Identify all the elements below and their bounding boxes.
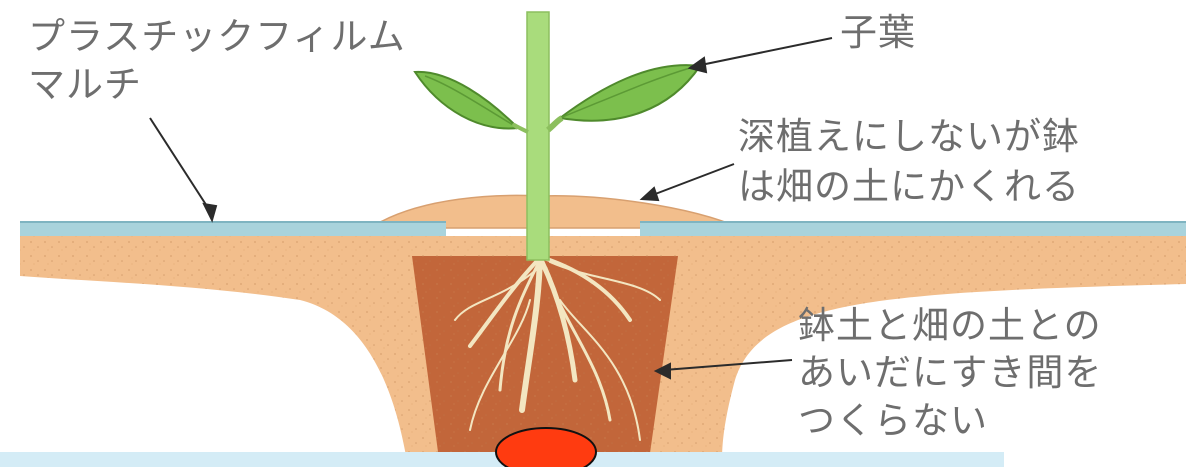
label-mulch: マルチ [28, 62, 142, 108]
red-marker [496, 428, 596, 467]
arrow-mulch [150, 118, 212, 214]
arrow-cotyledon [696, 38, 832, 66]
label-no-gap-3: つくらない [798, 398, 988, 444]
label-no-gap-2: あいだにすき間を [798, 350, 1102, 396]
stem [527, 12, 549, 260]
cotyledons [415, 65, 700, 132]
label-deep-planting-1: 深植えにしないが鉢 [738, 114, 1080, 160]
label-cotyledon: 子葉 [840, 10, 916, 56]
label-plastic-film: プラスチックフィルム [28, 14, 406, 60]
label-deep-planting-2: は畑の土にかくれる [738, 164, 1080, 210]
arrow-deep [650, 164, 734, 196]
label-no-gap-1: 鉢土と畑の土との [798, 303, 1102, 349]
leaf-right [560, 65, 700, 121]
leaf-left [415, 72, 518, 129]
